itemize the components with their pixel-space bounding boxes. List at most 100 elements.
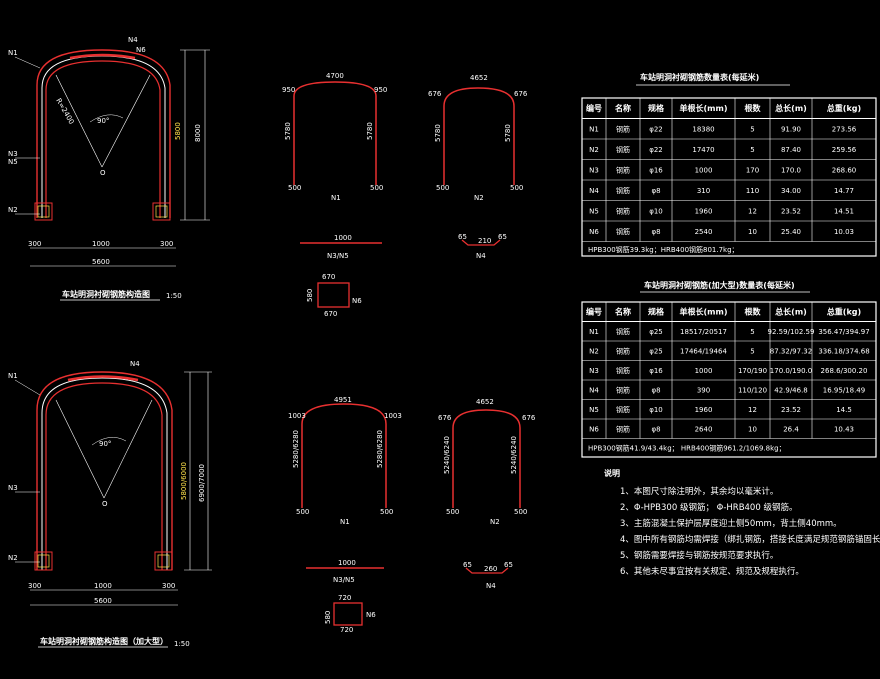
svg-text:5240/6240: 5240/6240 [443, 436, 451, 474]
bar-n1-name: N1 [331, 194, 341, 202]
table-cell: 91.90 [781, 125, 801, 133]
table-footer: HPB300钢筋41.9/43.4kg； HRB400钢筋961.2/1069.… [588, 444, 786, 453]
svg-text:670: 670 [324, 310, 337, 318]
svg-text:65: 65 [504, 561, 513, 569]
svg-text:65: 65 [458, 233, 467, 241]
svg-text:500: 500 [446, 508, 459, 516]
table-header-cell: 规格 [648, 103, 665, 113]
center-label-b: O [102, 500, 108, 508]
table-cell: 钢筋 [616, 424, 630, 433]
dim-width-total: 5600 [92, 258, 110, 266]
svg-text:N3: N3 [8, 484, 18, 492]
table-cell: 钢筋 [616, 165, 630, 174]
bar-n2-name: N2 [474, 194, 484, 202]
table-cell: 1000 [695, 166, 713, 174]
crown-rebar [69, 53, 136, 60]
svg-text:1003: 1003 [384, 412, 402, 420]
svg-text:5780: 5780 [504, 124, 512, 142]
table-cell: 18517/20517 [680, 328, 727, 336]
note-1: 1、本图尺寸除注明外，其余均以毫米计。 [620, 486, 778, 497]
table-cell: 2540 [695, 228, 713, 236]
outer-lining [36, 49, 171, 218]
table-cell: 356.47/394.97 [818, 328, 869, 336]
svg-text:950: 950 [374, 86, 387, 94]
table-cell: 1960 [695, 207, 713, 215]
table-cell: 23.52 [781, 406, 801, 414]
center-label: O [100, 169, 106, 177]
table-cell: 14.5 [836, 406, 852, 414]
table-cell: N6 [589, 228, 599, 236]
table-cell: 5 [750, 328, 754, 336]
svg-text:500: 500 [288, 184, 301, 192]
table-cell: 170.0 [781, 166, 801, 174]
table-footer: HPB300钢筋39.3kg；HRB400钢筋801.7kg； [588, 245, 739, 254]
table-header-cell: 总重(kg) [827, 306, 861, 316]
table-cell: 钢筋 [616, 145, 630, 154]
bar-n4-shape [461, 239, 501, 246]
table-cell: φ8 [651, 228, 660, 236]
svg-text:4700: 4700 [326, 72, 344, 80]
table-cell: 钢筋 [616, 366, 630, 375]
label-n4: N4 [128, 36, 138, 44]
svg-text:676: 676 [428, 90, 442, 98]
table-1: 车站明洞衬砌钢筋数量表(每延米) 编号名称规格单根长(mm)根数总长(m)总重(… [581, 72, 877, 257]
svg-text:580: 580 [324, 611, 332, 624]
table-cell: 12 [748, 207, 757, 215]
svg-text:1000: 1000 [334, 234, 352, 242]
outer-lining-b [36, 371, 173, 570]
angle-label-b: 90° [99, 440, 111, 448]
svg-text:4652: 4652 [476, 398, 494, 406]
table-header-cell: 单根长(mm) [680, 103, 728, 113]
table-cell: 14.77 [834, 187, 854, 195]
table-cell: 17464/19464 [680, 347, 727, 355]
table-cell: 310 [697, 187, 710, 195]
svg-text:500: 500 [510, 184, 523, 192]
table-cell: 87.32/97.32 [770, 347, 812, 355]
svg-text:65: 65 [498, 233, 507, 241]
note-4: 4、图中所有钢筋均需焊接（绑扎钢筋，搭接长度满足规范钢筋锚固长度要求） [620, 534, 880, 545]
table-cell: φ8 [651, 187, 660, 195]
note-6: 6、其他未尽事宜按有关规定、规范及规程执行。 [620, 566, 804, 577]
table-cell: 钢筋 [616, 346, 630, 355]
table-cell: 25.40 [781, 228, 801, 236]
table-cell: 273.56 [832, 125, 857, 133]
table-cell: φ16 [649, 367, 663, 375]
svg-text:1000: 1000 [94, 582, 112, 590]
svg-text:N1: N1 [340, 518, 350, 526]
label-n3: N3 [8, 150, 18, 158]
table-cell: N1 [589, 328, 599, 336]
table-cell: 336.18/374.68 [818, 347, 869, 355]
svg-text:N1: N1 [8, 372, 18, 380]
svg-text:260: 260 [484, 565, 497, 573]
table-cell: 268.60 [832, 166, 857, 174]
table-cell: N2 [589, 347, 599, 355]
svg-text:N2: N2 [490, 518, 500, 526]
table-cell: 170 [746, 166, 759, 174]
table-cell: φ16 [649, 166, 663, 174]
label-n2: N2 [8, 206, 18, 214]
svg-text:210: 210 [478, 237, 491, 245]
svg-text:N4: N4 [130, 360, 140, 368]
svg-text:500: 500 [380, 508, 393, 516]
table-cell: 110/120 [738, 386, 767, 394]
table2-title: 车站明洞衬砌钢筋(加大型)数量表(每延米) [644, 280, 795, 290]
table-cell: φ10 [649, 406, 663, 414]
table-cell: 5 [750, 146, 754, 154]
table-cell: N4 [589, 386, 599, 394]
table-cell: 钢筋 [616, 206, 630, 215]
table-cell: 2640 [695, 425, 713, 433]
table-cell: 170/190 [738, 367, 767, 375]
table-cell: 14.51 [834, 207, 854, 215]
table-cell: 170.0/190.0 [770, 367, 812, 375]
table-cell: 390 [697, 386, 710, 394]
table-cell: 钢筋 [616, 405, 630, 414]
table-2: 车站明洞衬砌钢筋(加大型)数量表(每延米) 编号名称规格单根长(mm)根数总长(… [581, 280, 877, 458]
dim-height-outer: 8000 [194, 124, 202, 142]
radius-label: R=2400 [54, 97, 75, 126]
svg-text:676: 676 [522, 414, 536, 422]
svg-text:950: 950 [282, 86, 295, 94]
bar-n2b-shape [452, 409, 521, 508]
table-header-cell: 编号 [586, 103, 602, 113]
dim-side-left: 300 [28, 240, 41, 248]
